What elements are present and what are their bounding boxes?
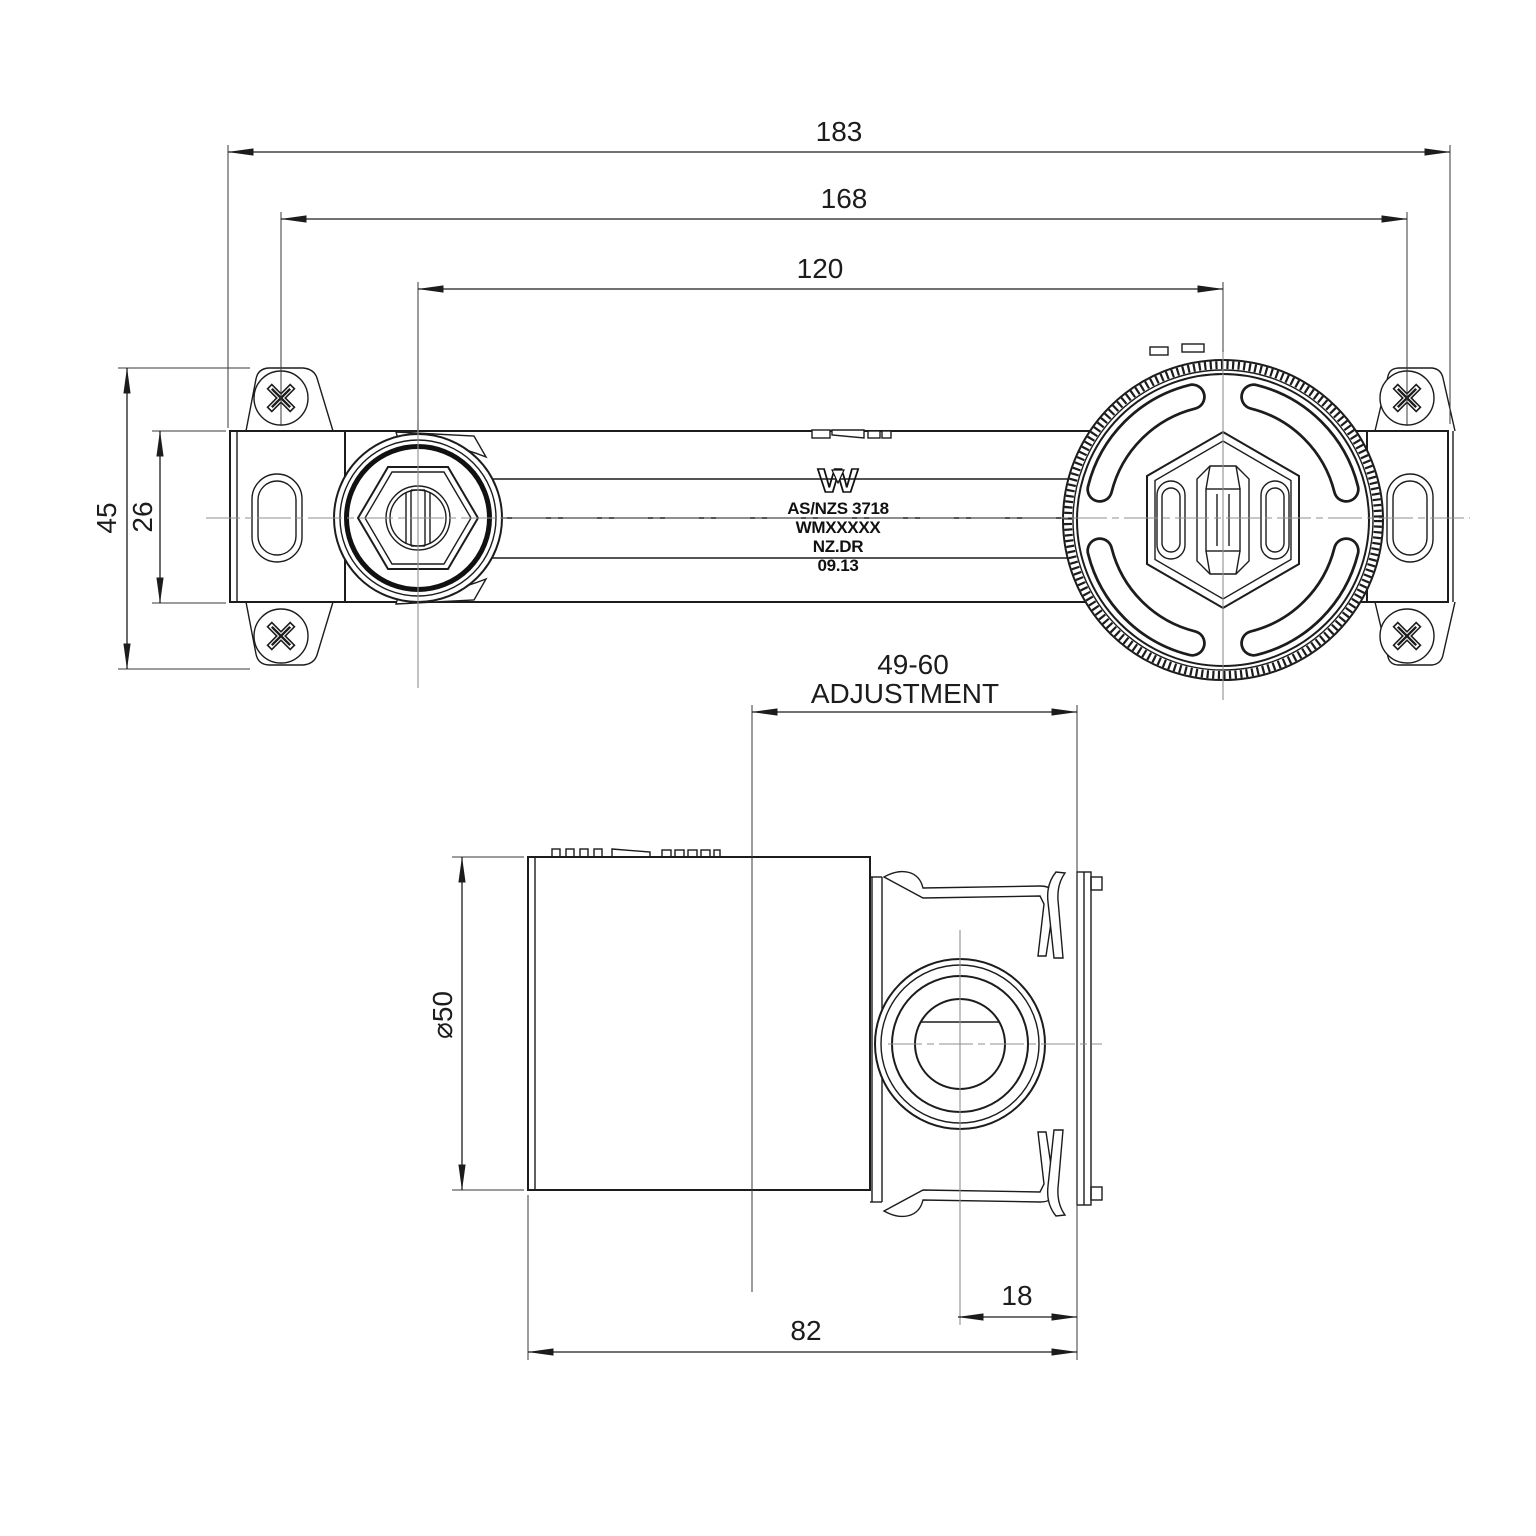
dimension-overall-183: 183 xyxy=(227,116,1451,428)
bracket-wings xyxy=(882,870,1056,1218)
date-text: 09.13 xyxy=(817,556,858,575)
cylinder-knurl-marks xyxy=(551,848,721,858)
dimension-screw-centers-168: 168 xyxy=(280,183,1408,224)
dim-diameter-label: ⌀50 xyxy=(427,991,458,1039)
dimension-offset-18: 18 xyxy=(957,1280,1078,1321)
body-clip-marks xyxy=(811,429,892,439)
cylinder-body xyxy=(527,856,871,1191)
dimension-bracket-height-45: 45 xyxy=(91,367,250,670)
certification-block: W AS/NZS 3718 WMXXXXX NZ.DR 09.13 xyxy=(787,462,889,575)
watermark-arrow-icon xyxy=(831,469,845,485)
dim-adjustment-value: 49-60 xyxy=(877,649,949,680)
dim-183-label: 183 xyxy=(816,116,863,147)
standard-text: AS/NZS 3718 xyxy=(787,499,889,518)
license-text: WMXXXXX xyxy=(796,518,882,537)
wall-plate xyxy=(1046,871,1103,1217)
dim-82-label: 82 xyxy=(790,1315,821,1346)
bottom-view: 49-60 ADJUSTMENT ⌀50 18 82 xyxy=(427,649,1103,1360)
dim-26-label: 26 xyxy=(127,501,158,532)
dim-adjustment-label: ADJUSTMENT xyxy=(811,678,999,709)
screw-bottom-left xyxy=(253,608,309,664)
top-view: W AS/NZS 3718 WMXXXXX NZ.DR 09.13 183 16… xyxy=(91,116,1470,700)
dial-arc-slots xyxy=(1086,383,1360,657)
dim-120-label: 120 xyxy=(797,253,844,284)
left-bracket xyxy=(229,367,346,666)
dimension-body-height-26: 26 xyxy=(127,430,226,604)
dim-18-label: 18 xyxy=(1001,1280,1032,1311)
dim-168-label: 168 xyxy=(821,183,868,214)
dimension-depth-82: 82 xyxy=(527,1195,1078,1360)
dimension-port-centers-120: 120 xyxy=(417,253,1224,430)
screw-bottom-right xyxy=(1379,608,1435,664)
code-text: NZ.DR xyxy=(813,537,863,556)
dimension-diameter-50: ⌀50 xyxy=(427,856,524,1191)
dimension-adjustment: 49-60 ADJUSTMENT xyxy=(751,649,1078,716)
dim-45-label: 45 xyxy=(91,502,122,533)
